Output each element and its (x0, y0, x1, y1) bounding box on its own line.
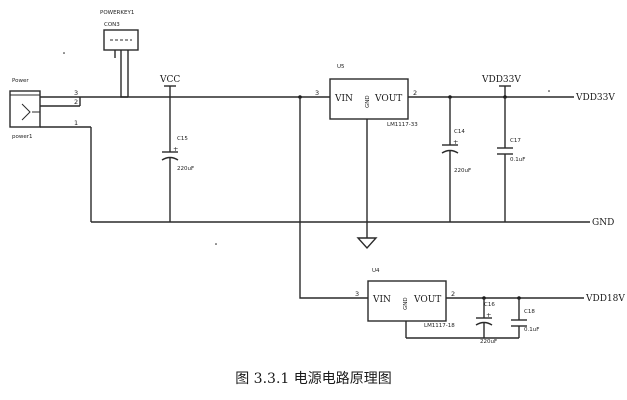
svg-text:+: + (453, 138, 458, 146)
vdd18-net-label: VDD18V (585, 294, 625, 304)
vdd33-out-label: VDD33V (575, 93, 615, 103)
svg-text:VCC: VCC (159, 75, 180, 85)
ground-symbol (356, 222, 378, 250)
u5-ref: U5 (337, 64, 345, 70)
power-ref-label: power1 (12, 134, 33, 140)
regulator-u4: U4 3 VIN VOUT GND LM1117-18 2 (355, 268, 455, 338)
u5-vout-label: VOUT (374, 94, 402, 104)
capacitor-c14: + C14 220uF (441, 97, 471, 222)
u4-gnd-label: GND (403, 297, 409, 310)
u4-ref: U4 (372, 268, 380, 274)
capacitor-c15: + C15 220uF (161, 97, 194, 222)
c15-ref: C15 (177, 136, 188, 142)
regulator-u5: U5 3 VIN VOUT GND LM1117-33 2 (315, 64, 418, 222)
c16-value: 220uF (480, 339, 497, 345)
capacitor-c18: C18 0.1uF (511, 298, 539, 338)
powerkey-type-label: CON3 (104, 22, 120, 28)
u4-part-label: LM1117-18 (424, 323, 455, 329)
c17-ref: C17 (510, 138, 521, 144)
power-title-label: Power (12, 78, 29, 84)
c18-value: 0.1uF (524, 327, 539, 333)
gnd-net-label: GND (592, 218, 614, 228)
power-jack-body (9, 90, 41, 128)
jack-pin-1: 1 (74, 119, 78, 127)
u5-pin-in: 3 (315, 89, 319, 97)
u4-pin-in: 3 (355, 290, 359, 298)
jack-pin-3: 3 (74, 89, 78, 97)
svg-text:+: + (486, 311, 491, 319)
u4-vout-label: VOUT (413, 295, 441, 305)
u5-part-label: LM1117-33 (387, 122, 418, 128)
power-jack: Power power1 3 2 1 (9, 78, 91, 140)
u5-vin-label: VIN (334, 94, 353, 104)
u5-body (329, 78, 409, 120)
svg-text:VDD33V: VDD33V (481, 75, 521, 85)
c16-ref: C16 (484, 302, 495, 308)
u5-pin-out: 2 (413, 89, 417, 97)
power-circuit-schematic: POWERKEY1 CON3 Power power1 3 2 1 VCC (9, 10, 625, 345)
u4-vin-label: VIN (372, 295, 391, 305)
jack-pin-2: 2 (74, 98, 78, 106)
c15-value: 220uF (177, 166, 194, 172)
c17-value: 0.1uF (510, 157, 525, 163)
u5-gnd-label: GND (365, 95, 371, 108)
c14-value: 220uF (454, 168, 471, 174)
c18-ref: C18 (524, 309, 535, 315)
u4-body (367, 280, 447, 322)
vdd33-net-label: VDD33V (481, 75, 521, 97)
u4-pin-out: 2 (451, 290, 455, 298)
figure-caption: 图 3.3.1 电源电路原理图 (235, 371, 392, 387)
capacitor-c17: C17 0.1uF (497, 97, 525, 222)
vcc-net-label: VCC (159, 75, 180, 97)
c14-ref: C14 (454, 129, 465, 135)
powerkey-switch: POWERKEY1 CON3 (100, 10, 139, 98)
powerkey-ref-label: POWERKEY1 (100, 10, 134, 16)
capacitor-c16: + C16 220uF (475, 298, 497, 345)
svg-text:+: + (173, 145, 178, 153)
